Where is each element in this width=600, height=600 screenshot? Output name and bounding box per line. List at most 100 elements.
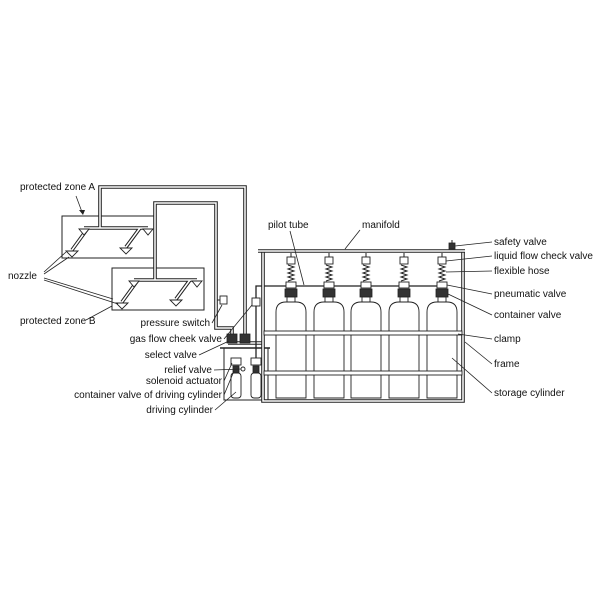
container-valve-2	[322, 288, 336, 298]
protected-zone-b-box	[111, 267, 205, 311]
pneumatic-valve-1	[285, 281, 297, 289]
cylinder-neck-3	[361, 296, 371, 303]
zone-b-nozzle-1	[128, 280, 140, 288]
label-pressure-switch: pressure switch	[141, 318, 210, 329]
leader-driving-cylinder	[214, 391, 237, 411]
storage-cylinder-bank	[275, 253, 458, 399]
zone-a-piping-inner	[71, 216, 148, 251]
flexible-hose-2	[324, 264, 334, 282]
leader-pilot-tube	[289, 230, 305, 286]
solenoid-actuator-1	[230, 357, 242, 366]
leader-container-valve-driving	[223, 370, 235, 396]
zone-b-nozzle-2	[191, 280, 203, 288]
leader-protected-zone-a	[75, 195, 83, 213]
liquid-flow-check-valve-4	[399, 256, 409, 265]
container-valve-5	[435, 288, 449, 298]
leader-solenoid-actuator	[223, 362, 233, 382]
pilot-tube	[255, 285, 446, 358]
leader-manifold	[344, 229, 361, 250]
leader-relief-valve	[213, 368, 242, 371]
leader-select-valve	[198, 340, 230, 356]
protected-zone-a	[61, 215, 157, 259]
liquid-flow-check-valve-2	[324, 256, 334, 265]
solenoid-actuator-2	[250, 357, 262, 366]
label-container-valve: container valve	[494, 310, 562, 321]
flexible-hose-1	[286, 264, 296, 282]
driving-cylinder-1	[230, 372, 242, 399]
label-solenoid-actuator: solenoid actuator	[146, 376, 223, 387]
select-valve-zone-a	[239, 333, 251, 344]
label-protected-zone-a: protected zone A	[20, 182, 95, 193]
label-protected-zone-b: protected zone B	[20, 316, 96, 327]
leader-gas-flow-check-valve	[223, 304, 253, 340]
zone-a-nozzle-3	[64, 250, 80, 258]
label-flexible-hose: flexible hose	[494, 266, 550, 277]
flexible-hose-3	[361, 264, 371, 282]
distribution-pipe-zone-a	[98, 185, 247, 334]
label-pneumatic-valve: pneumatic valve	[494, 289, 567, 300]
relief-valve	[240, 366, 246, 372]
cylinder-neck-5	[437, 296, 447, 303]
flexible-hose-5	[437, 264, 447, 282]
leader-container-valve	[447, 293, 493, 316]
leader-nozzle-3	[43, 277, 114, 300]
clamp-lower	[263, 370, 463, 376]
storage-cylinder-4	[388, 301, 420, 399]
driving-cylinder-unit	[220, 347, 270, 401]
label-safety-valve: safety valve	[494, 237, 547, 248]
leader-nozzle-1	[43, 251, 67, 273]
safety-valve	[448, 242, 456, 250]
label-driving-cylinder: driving cylinder	[146, 405, 213, 416]
pipe-to-zone-a	[98, 185, 247, 334]
liquid-flow-check-valve-3	[361, 256, 371, 265]
cylinder-neck-1	[286, 296, 296, 303]
storage-cylinder-3	[350, 301, 382, 399]
label-relief-valve: relief valve	[164, 365, 212, 376]
frame-inner	[262, 251, 464, 402]
label-storage-cylinder: storage cylinder	[494, 388, 565, 399]
cylinder-neck-2	[324, 296, 334, 303]
label-pilot-tube: pilot tube	[268, 220, 309, 231]
leader-clamp	[457, 333, 493, 340]
label-select-valve: select valve	[145, 350, 198, 361]
protected-zone-b	[111, 267, 205, 311]
label-nozzle: nozzle	[8, 271, 37, 282]
zone-b-nozzle-4	[168, 299, 184, 307]
leader-nozzle-4	[43, 279, 119, 305]
pneumatic-valve-5	[436, 281, 448, 289]
select-valve-zone-b	[226, 333, 238, 344]
flexible-hose-4	[399, 264, 409, 282]
zone-b-piping-inner	[121, 268, 197, 303]
clamp-upper	[263, 330, 463, 336]
leader-storage-cylinder	[451, 357, 493, 394]
container-valve-3	[359, 288, 373, 298]
leader-safety-valve	[454, 241, 493, 247]
zone-a-nozzle-2	[142, 228, 154, 236]
pressure-switch	[219, 295, 228, 305]
leader-pneumatic-valve	[446, 284, 493, 295]
container-valve-1	[284, 288, 298, 298]
leader-frame	[464, 341, 493, 365]
label-container-valve-driving: container valve of driving cylinder	[74, 390, 223, 401]
label-liquid-flow-check-valve: liquid flow check valve	[494, 251, 593, 262]
label-gas-flow-check-valve: gas flow cheek valve	[130, 334, 223, 345]
pipe-to-zone-a-inner	[99, 186, 246, 334]
zone-b-nozzle-3	[114, 302, 130, 310]
pneumatic-valve-4	[398, 281, 410, 289]
liquid-flow-check-valve-5	[437, 256, 447, 265]
storage-cylinder-5	[426, 301, 458, 399]
storage-cylinder-1	[275, 301, 307, 399]
leader-pressure-switch	[211, 304, 223, 324]
storage-cylinder-2	[313, 301, 345, 399]
pneumatic-valve-3	[360, 281, 372, 289]
leader-flexible-hose	[445, 270, 493, 273]
leader-nozzle-2	[43, 256, 70, 275]
liquid-flow-check-valve-1	[286, 256, 296, 265]
label-manifold: manifold	[362, 220, 400, 231]
arrowhead-protected-zone-a	[79, 210, 85, 215]
label-clamp: clamp	[494, 334, 521, 345]
driving-container-valve-2	[252, 365, 260, 374]
driving-cylinder-2	[250, 372, 262, 399]
zone-a-nozzle-1	[78, 228, 90, 236]
